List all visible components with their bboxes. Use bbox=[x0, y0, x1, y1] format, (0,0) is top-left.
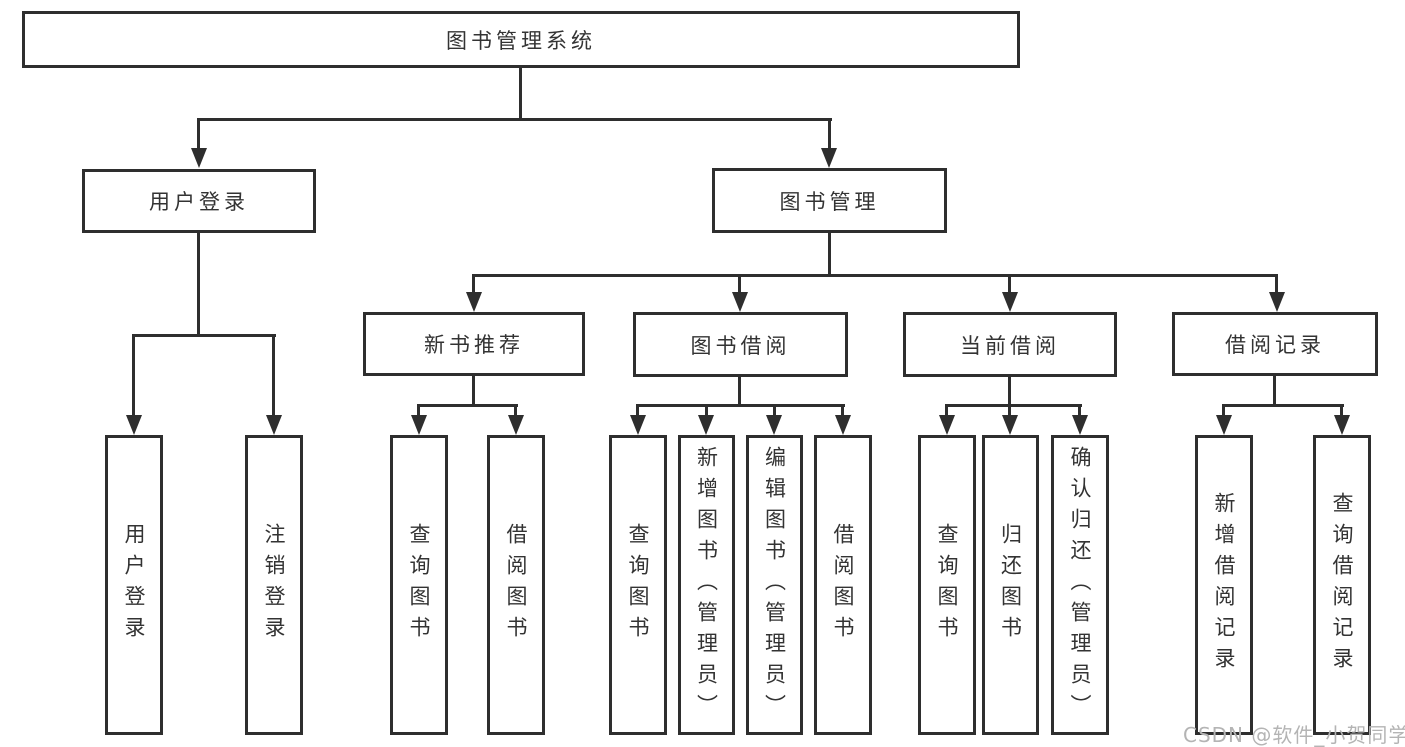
arrowhead-to-leaf-user-login bbox=[126, 415, 142, 435]
arrowhead-to-new-book-recommendation bbox=[466, 292, 482, 312]
node-current-borrowing: 当前借阅 bbox=[903, 312, 1117, 377]
connector-userlogin-drop-2 bbox=[272, 335, 275, 417]
arrowhead-to-leaf-edit-books-admin bbox=[766, 415, 782, 435]
connector-recommend-bar bbox=[417, 404, 518, 407]
connector-current-drop-2 bbox=[1008, 405, 1011, 417]
connector-records-drop-1 bbox=[1222, 405, 1225, 417]
arrowhead-to-leaf-borrow-books-recommend bbox=[508, 415, 524, 435]
arrowhead-to-leaf-add-books-admin bbox=[698, 415, 714, 435]
connector-borrowing-drop-2 bbox=[705, 405, 708, 417]
leaf-return-books: 归还图书 bbox=[982, 435, 1039, 735]
node-book-management: 图书管理 bbox=[712, 168, 947, 233]
connector-current-drop-3 bbox=[1078, 405, 1081, 417]
leaf-add-borrow-record: 新增借阅记录 bbox=[1195, 435, 1253, 735]
connector-userlogin-stub bbox=[197, 233, 200, 337]
arrowhead-to-book-borrowing bbox=[732, 292, 748, 312]
leaf-user-login: 用户登录 bbox=[105, 435, 163, 735]
connector-current-stub bbox=[1008, 376, 1011, 407]
connector-current-bar bbox=[945, 404, 1082, 407]
connector-bookmgmt-stub bbox=[828, 233, 831, 277]
connector-borrowing-drop-4 bbox=[841, 405, 844, 417]
connector-current-drop-1 bbox=[945, 405, 948, 417]
arrowhead-to-leaf-return-books bbox=[1002, 415, 1018, 435]
arrowhead-to-leaf-query-books-recommend bbox=[411, 415, 427, 435]
arrowhead-to-book-management bbox=[821, 148, 837, 168]
connector-bookmgmt-drop-3 bbox=[1008, 275, 1011, 294]
node-new-book-recommendation: 新书推荐 bbox=[363, 312, 585, 376]
leaf-add-books-admin: 新增图书（管理员） bbox=[678, 435, 735, 735]
arrowhead-to-leaf-logout bbox=[266, 415, 282, 435]
leaf-edit-books-admin: 编辑图书（管理员） bbox=[746, 435, 803, 735]
connector-userlogin-bar bbox=[132, 334, 276, 337]
connector-bookmgmt-drop-4 bbox=[1275, 275, 1278, 294]
connector-root-drop-left bbox=[197, 119, 200, 150]
connector-records-bar bbox=[1222, 404, 1344, 407]
leaf-query-books-recommend: 查询图书 bbox=[390, 435, 448, 735]
arrowhead-to-borrowing-records bbox=[1269, 292, 1285, 312]
connector-recommend-drop-1 bbox=[417, 405, 420, 417]
leaf-logout: 注销登录 bbox=[245, 435, 303, 735]
leaf-confirm-return-admin: 确认归还（管理员） bbox=[1051, 435, 1109, 735]
arrowhead-to-leaf-query-books-borrowing bbox=[630, 415, 646, 435]
leaf-borrow-books-recommend: 借阅图书 bbox=[487, 435, 545, 735]
connector-recommend-drop-2 bbox=[514, 405, 517, 417]
leaf-query-borrow-record: 查询借阅记录 bbox=[1313, 435, 1371, 735]
csdn-watermark: CSDN @软件_小贺同学 bbox=[1183, 723, 1405, 747]
connector-borrowing-drop-3 bbox=[773, 405, 776, 417]
connector-root-bar bbox=[197, 118, 832, 121]
node-borrowing-records: 借阅记录 bbox=[1172, 312, 1378, 376]
connector-records-drop-2 bbox=[1340, 405, 1343, 417]
connector-root-drop-right bbox=[828, 119, 831, 150]
node-library-management-system: 图书管理系统 bbox=[22, 11, 1020, 68]
arrowhead-to-leaf-confirm-return-admin bbox=[1072, 415, 1088, 435]
connector-recommend-stub bbox=[472, 376, 475, 407]
arrowhead-to-current-borrowing bbox=[1002, 292, 1018, 312]
arrowhead-to-leaf-query-books-current bbox=[939, 415, 955, 435]
connector-userlogin-drop-1 bbox=[132, 335, 135, 417]
arrowhead-to-user-login bbox=[191, 148, 207, 168]
arrowhead-to-leaf-borrow-books-borrowing bbox=[835, 415, 851, 435]
connector-bookmgmt-bar bbox=[472, 274, 1278, 277]
node-user-login: 用户登录 bbox=[82, 169, 316, 233]
arrowhead-to-leaf-add-borrow-record bbox=[1216, 415, 1232, 435]
connector-borrowing-stub bbox=[738, 376, 741, 407]
node-book-borrowing: 图书借阅 bbox=[633, 312, 848, 377]
connector-records-stub bbox=[1273, 376, 1276, 407]
arrowhead-to-leaf-query-borrow-record bbox=[1334, 415, 1350, 435]
connector-borrowing-drop-1 bbox=[636, 405, 639, 417]
leaf-query-books-borrowing: 查询图书 bbox=[609, 435, 667, 735]
connector-bookmgmt-drop-1 bbox=[472, 275, 475, 294]
leaf-query-books-current: 查询图书 bbox=[918, 435, 976, 735]
leaf-borrow-books-borrowing: 借阅图书 bbox=[814, 435, 872, 735]
connector-root-stub bbox=[519, 68, 522, 121]
connector-borrowing-bar bbox=[636, 404, 845, 407]
connector-bookmgmt-drop-2 bbox=[738, 275, 741, 294]
